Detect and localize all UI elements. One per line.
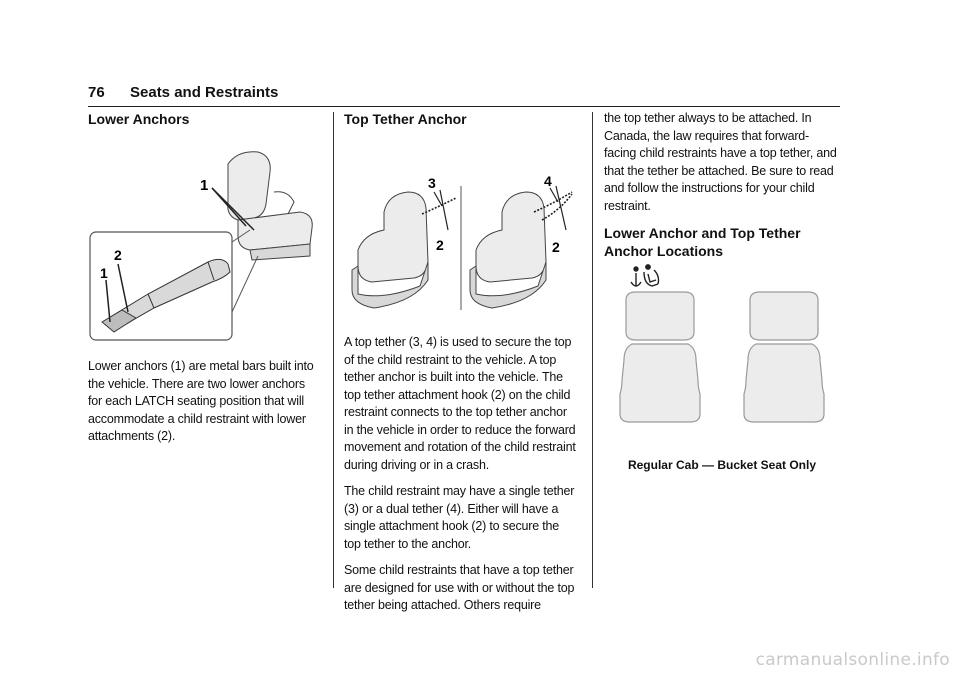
- lower-anchors-body: Lower anchors (1) are metal bars built i…: [88, 359, 314, 443]
- column-top-tether: Top Tether Anchor 3 2 4 2 A top tether (…: [344, 110, 576, 624]
- diagram-caption: Regular Cab — Bucket Seat Only: [627, 458, 817, 472]
- top-tether-heading: Top Tether Anchor: [344, 111, 467, 127]
- top-tether-paragraph: The child restraint may have a single te…: [344, 484, 575, 551]
- callout-label: 2: [114, 247, 122, 263]
- top-tether-paragraph: A top tether (3, 4) is used to secure th…: [344, 335, 576, 472]
- child-anchor-icon: [630, 264, 660, 287]
- section-title: Seats and Restraints: [130, 84, 279, 101]
- callout-lines-1: [211, 187, 255, 231]
- lower-anchors-heading: Lower Anchors: [88, 111, 190, 127]
- top-tether-figure: 3 2 4 2: [351, 173, 573, 310]
- column-locations: the top tether always to be attached. In…: [604, 110, 840, 472]
- column-lower-anchors: Lower Anchors 1 1 2 Lower ancho: [88, 110, 320, 455]
- callout-label: 2: [436, 237, 444, 253]
- child-seat-dual-tether: [469, 191, 547, 309]
- seat-location-diagram: [619, 264, 825, 423]
- lower-anchors-figure: 1 1 2: [89, 151, 313, 341]
- locations-heading: Lower Anchor and Top Tether Anchor Locat…: [604, 225, 801, 259]
- column-divider-right: [592, 112, 593, 588]
- page-header: 76 Seats and Restraints: [88, 84, 840, 107]
- watermark: carmanualsonline.info: [755, 650, 950, 670]
- callout-label: 3: [428, 175, 436, 191]
- callout-label: 2: [552, 239, 560, 255]
- right-bucket-seat: [743, 291, 825, 423]
- callout-label: 1: [200, 177, 208, 194]
- top-tether-paragraph: Some child restraints that have a top te…: [344, 563, 575, 612]
- child-seat-single-tether: [351, 191, 429, 309]
- callout-label: 1: [100, 265, 108, 281]
- continued-paragraph: the top tether always to be attached. In…: [604, 111, 837, 213]
- column-divider-left: [333, 112, 334, 588]
- page-number: 76: [88, 84, 105, 101]
- left-bucket-seat: [619, 291, 701, 423]
- anchor-detail-illustration: [101, 258, 231, 333]
- callout-label: 4: [544, 173, 552, 189]
- child-seat-illustration: [227, 151, 313, 261]
